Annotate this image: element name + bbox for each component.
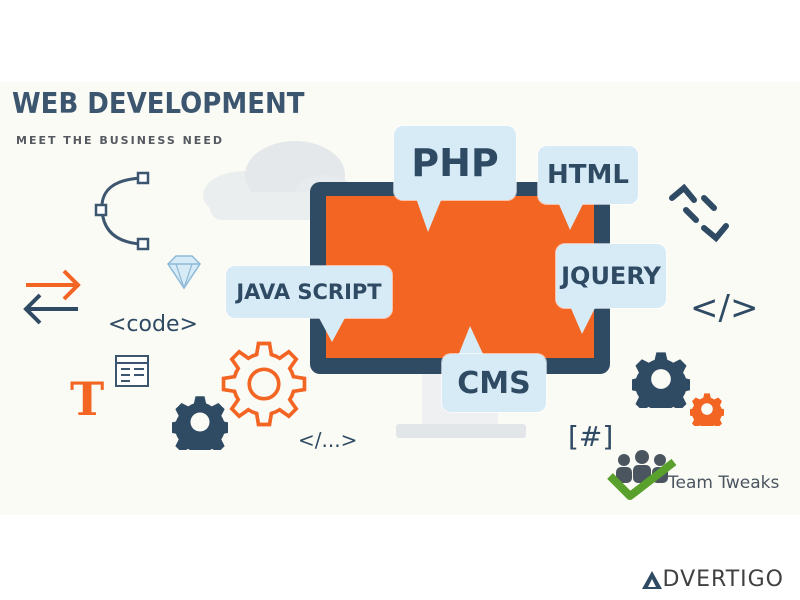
banner-title: WEB DEVELOPMENT (12, 88, 305, 121)
jquery-label: JQUERY (561, 262, 661, 290)
gear-icon (172, 396, 228, 450)
link-chain-icon (669, 183, 729, 243)
gear-outline-icon (221, 341, 307, 427)
javascript-bubble: JAVA SCRIPT (226, 266, 392, 318)
bezier-curve-icon (94, 171, 150, 251)
html-label: HTML (547, 160, 629, 190)
php-label: PHP (411, 141, 499, 185)
team-people-check-icon (607, 450, 677, 500)
layout-document-icon (115, 355, 149, 387)
diamond-icon (167, 255, 201, 290)
advertigo-watermark: DVERTIGO (641, 567, 784, 592)
cms-bubble: CMS (442, 354, 546, 412)
ellipsis-tag-text: </...> (298, 428, 358, 452)
php-bubble: PHP (394, 126, 516, 200)
advertigo-logo-icon (641, 570, 662, 589)
team-tweaks-logo-text: Team Tweaks (668, 473, 780, 493)
jquery-bubble-tail (570, 306, 596, 334)
html-bubble-tail (558, 202, 584, 230)
cms-bubble-tail (458, 326, 484, 356)
javascript-bubble-tail (318, 316, 346, 342)
web-development-banner: WEB DEVELOPMENT MEET THE BUSINESS NEED <… (0, 82, 800, 515)
close-tag-text: </> (690, 288, 759, 328)
cms-label: CMS (457, 365, 531, 401)
javascript-label: JAVA SCRIPT (236, 280, 382, 304)
hash-tag-text: [#] (568, 420, 614, 453)
jquery-bubble: JQUERY (556, 244, 666, 308)
small-gear-icon (690, 393, 724, 426)
gear-icon (632, 352, 690, 408)
swap-arrows-icon (23, 269, 81, 325)
php-bubble-tail (416, 198, 442, 232)
banner-subtitle: MEET THE BUSINESS NEED (16, 134, 224, 147)
text-tool-icon: T (70, 372, 105, 426)
code-tag-text: <code> (108, 312, 198, 337)
html-bubble: HTML (538, 146, 638, 204)
monitor-base (396, 424, 526, 438)
advertigo-brand-text: DVERTIGO (662, 567, 784, 592)
